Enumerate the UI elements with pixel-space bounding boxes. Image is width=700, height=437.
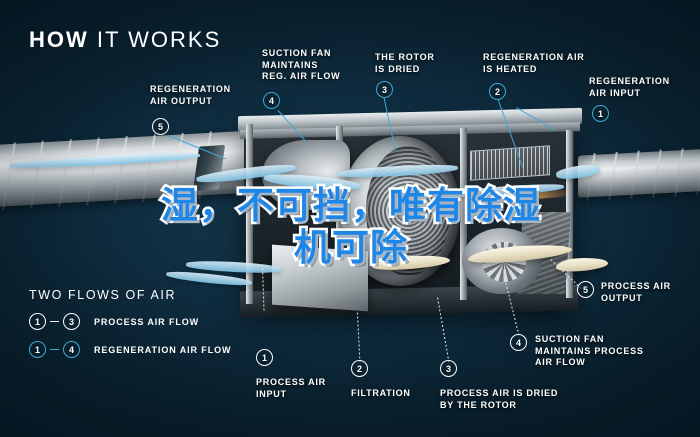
- callout-label-suction-fan-process: SUCTION FAN MAINTAINS PROCESS AIR FLOW: [535, 334, 644, 367]
- marker-1-regeneration-air-input[interactable]: 1: [592, 105, 609, 122]
- marker-5-regeneration-air-output[interactable]: 5: [152, 118, 169, 135]
- legend-dash-process: [50, 320, 59, 323]
- legend-row-regeneration-air-flow: 1 4 REGENERATION AIR FLOW: [29, 341, 231, 358]
- marker-4-suction-fan-reg[interactable]: 4: [263, 92, 280, 109]
- marker-4-suction-fan-process[interactable]: 4: [510, 334, 527, 351]
- legend-row-process-air-flow: 1 3 PROCESS AIR FLOW: [29, 313, 231, 330]
- marker-5-process-air-output[interactable]: 5: [577, 281, 594, 298]
- legend-marker-1-regeneration: 1: [29, 341, 46, 358]
- callout-label-suction-fan-reg: SUCTION FAN MAINTAINS REG. AIR FLOW: [262, 48, 341, 81]
- legend-marker-3-process: 3: [63, 313, 80, 330]
- callout-label-regeneration-air-output: REGENERATION AIR OUTPUT: [150, 84, 231, 106]
- callout-label-regeneration-air-input: REGENERATION AIR INPUT: [589, 76, 670, 98]
- regeneration-heater-grid: [470, 145, 550, 181]
- callout-label-regeneration-air-heated: REGENERATION AIR IS HEATED: [483, 52, 585, 74]
- legend-marker-4-regeneration: 4: [63, 341, 80, 358]
- marker-1-process-air-input[interactable]: 1: [256, 349, 273, 366]
- callout-label-process-air-dried: PROCESS AIR IS DRIED BY THE ROTOR: [440, 388, 559, 410]
- marker-3-process-air-dried[interactable]: 3: [440, 360, 457, 377]
- headline-line-1: 湿，不可挡，唯有除湿: [159, 182, 543, 229]
- promotional-headline: 湿，不可挡，唯有除湿 机可除: [118, 182, 584, 271]
- callout-label-filtration: FILTRATION: [351, 388, 411, 398]
- legend-marker-1-process: 1: [29, 313, 46, 330]
- legend-dash-regeneration: [50, 348, 59, 351]
- page-title: HOW IT WORKS: [29, 27, 221, 53]
- legend-title: TWO FLOWS OF AIR: [29, 288, 177, 302]
- marker-2-filtration[interactable]: 2: [351, 360, 368, 377]
- callout-label-process-air-output: PROCESS AIR OUTPUT: [601, 281, 671, 303]
- callout-label-rotor-dried: THE ROTOR IS DRIED: [375, 52, 435, 74]
- page-title-bold: HOW: [29, 27, 89, 52]
- legend-label-regeneration-air-flow: REGENERATION AIR FLOW: [94, 344, 232, 355]
- marker-2-regeneration-air-heated[interactable]: 2: [489, 83, 506, 100]
- headline-line-2: 机可除: [292, 224, 410, 271]
- legend: TWO FLOWS OF AIR 1 3 PROCESS AIR FLOW 1 …: [29, 288, 231, 358]
- callout-label-process-air-input: PROCESS AIR INPUT: [256, 377, 326, 399]
- marker-3-rotor-dried[interactable]: 3: [376, 81, 393, 98]
- legend-label-process-air-flow: PROCESS AIR FLOW: [94, 316, 200, 327]
- leader-line-2-filtration: [356, 310, 361, 363]
- page-title-rest: IT WORKS: [88, 27, 222, 52]
